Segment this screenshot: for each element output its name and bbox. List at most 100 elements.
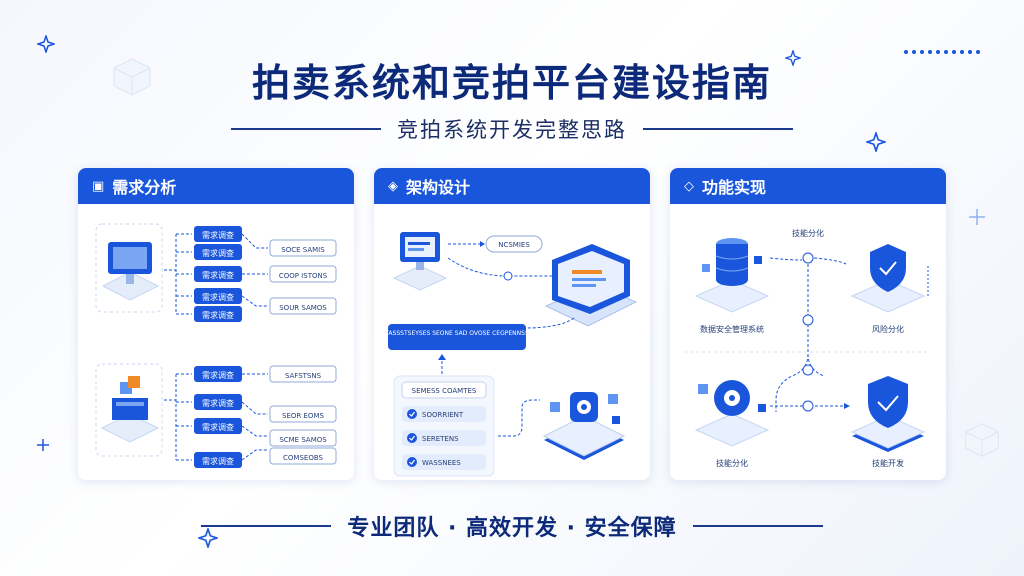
- output-box-label: COMSEOBS: [283, 454, 323, 462]
- node-icon: [802, 400, 814, 412]
- output-box-label: SAFSTSNS: [285, 372, 322, 380]
- arrow-icon: [844, 403, 850, 409]
- banner-label: TASSSTSEYSES SEONE SAD OVOSE CEGPENNSS: [384, 330, 529, 337]
- plus-icon: [969, 209, 985, 225]
- panel-title: 需求分析: [112, 178, 177, 197]
- node-icon: [503, 271, 513, 281]
- requirement-box-label: 需求调查: [202, 310, 234, 320]
- feature-label: 技能分化: [792, 228, 824, 238]
- check-icon: [409, 459, 415, 465]
- node-icon: [802, 252, 814, 264]
- architecture-diagram: NCSMIES TASSSTSEYSES SEONE SAD OVOSE CEG…: [384, 232, 638, 477]
- shield-icon: [850, 376, 926, 452]
- connector: [498, 399, 540, 437]
- monitor-icon: [101, 242, 160, 301]
- list-item-label: SOORRIENT: [422, 411, 464, 419]
- check-icon: [409, 435, 415, 441]
- cube-decoration-icon: [113, 58, 151, 96]
- output-box: SOUR SAMOS: [269, 297, 337, 315]
- connector: [523, 317, 575, 329]
- output-box-label: COOP ISTONS: [279, 272, 328, 280]
- arrow-icon: [438, 354, 446, 360]
- server-icon: [100, 376, 160, 443]
- requirement-box: 需求调查: [194, 418, 242, 434]
- requirement-box-label: 需求调查: [202, 292, 234, 302]
- flow-connectors: [176, 373, 268, 461]
- connector: [769, 257, 803, 261]
- requirements-diagram: 需求调查 需求调查 需求调查 需求调查 需求调查 SOCE SAMIS COOP…: [95, 223, 337, 468]
- requirement-box-label: 需求调查: [202, 456, 234, 466]
- sparkle-icon: [198, 528, 218, 548]
- output-box: COOP ISTONS: [269, 265, 337, 283]
- sparkle-icon: [785, 50, 801, 66]
- node-icon: [802, 364, 814, 376]
- feature-label: 技能分化: [716, 458, 748, 468]
- footer-tagline: 专业团队 · 高效开发 · 安全保障: [347, 516, 677, 541]
- sparkle-icon: [37, 35, 55, 53]
- flow-connectors: [176, 233, 268, 315]
- panel-title: 架构设计: [406, 178, 471, 197]
- list-header: SEMESS COAMTES: [401, 381, 487, 399]
- requirement-box: 需求调查: [194, 394, 242, 410]
- output-box: SAFSTSNS: [269, 365, 337, 383]
- requirement-box: 需求调查: [194, 266, 242, 282]
- connector: [813, 257, 847, 265]
- output-box: SCME SAMOS: [269, 429, 337, 447]
- output-box-label: SCME SAMOS: [279, 436, 327, 444]
- list-item: WASSNEES: [402, 454, 486, 470]
- group-frame: [95, 363, 163, 457]
- requirement-box: 需求调查: [194, 244, 242, 260]
- label-pill: NCSMIES: [485, 235, 543, 253]
- requirement-box-label: 需求调查: [202, 230, 234, 240]
- laptop-icon: [544, 244, 638, 327]
- dot-row-decoration: [904, 50, 980, 54]
- sparkle-icon: [866, 132, 886, 152]
- list-item-label: WASSNEES: [422, 459, 461, 467]
- divider: [643, 128, 793, 130]
- feature-label: 技能开发: [872, 458, 904, 468]
- desktop-monitor-icon: [392, 232, 448, 291]
- list-header-label: SEMESS COAMTES: [412, 387, 477, 395]
- list-item: SERETENS: [402, 430, 486, 446]
- gear-platform-icon: [542, 392, 626, 460]
- requirement-box-label: 需求调查: [202, 422, 234, 432]
- top-label: NCSMIES: [498, 241, 530, 249]
- panel-architecture: ◈ 架构设计 NCSMIES TASSS: [374, 168, 650, 480]
- layers-icon: ◈: [388, 178, 398, 194]
- connector: [447, 257, 554, 277]
- cube-decoration-icon: [965, 423, 999, 457]
- database-icon: [694, 238, 770, 313]
- output-box: SOCE SAMIS: [269, 239, 337, 257]
- implementation-diagram: 数据安全管理系统 技能分化 风险分化 技能分化: [684, 228, 929, 468]
- panel-implementation: ◇ 功能实现 数据安全管理系统 技能分化 风险分化: [670, 168, 946, 480]
- requirement-box: 需求调查: [194, 306, 242, 322]
- feature-label: 数据安全管理系统: [700, 324, 764, 334]
- architecture-banner: TASSSTSEYSES SEONE SAD OVOSE CEGPENNSS: [384, 324, 529, 350]
- output-box-label: SEOR EOMS: [282, 412, 324, 420]
- document-icon: ▣: [92, 178, 105, 194]
- requirement-box-label: 需求调查: [202, 370, 234, 380]
- panel-header: ▣ 需求分析: [78, 168, 354, 204]
- divider: [692, 525, 823, 527]
- requirement-box: 需求调查: [194, 452, 242, 468]
- page-title: 拍卖系统和竞拍平台建设指南: [251, 61, 772, 105]
- requirement-box-label: 需求调查: [202, 270, 234, 280]
- list-item-label: SERETENS: [422, 435, 459, 443]
- requirement-box-label: 需求调查: [202, 398, 234, 408]
- page-subtitle: 竞拍系统开发完整思路: [397, 118, 627, 142]
- shield-icon: [850, 244, 926, 313]
- output-box-label: SOCE SAMIS: [281, 246, 325, 254]
- divider: [231, 128, 381, 130]
- output-box-label: SOUR SAMOS: [279, 304, 327, 312]
- connector: [775, 264, 809, 412]
- panel-header: ◇ 功能实现: [670, 168, 946, 204]
- output-box: SEOR EOMS: [269, 405, 337, 423]
- connector: [807, 353, 825, 377]
- check-icon: [409, 411, 415, 417]
- requirement-box: 需求调查: [194, 226, 242, 242]
- divider: [201, 525, 332, 527]
- panel-requirements: ▣ 需求分析 需求调查 需求调查 需求调查 需求调查 需求调查 SOCE SAM…: [78, 168, 354, 480]
- requirement-box: 需求调查: [194, 288, 242, 304]
- requirement-box-label: 需求调查: [202, 248, 234, 258]
- subtitle-row: 竞拍系统开发完整思路: [0, 114, 1024, 144]
